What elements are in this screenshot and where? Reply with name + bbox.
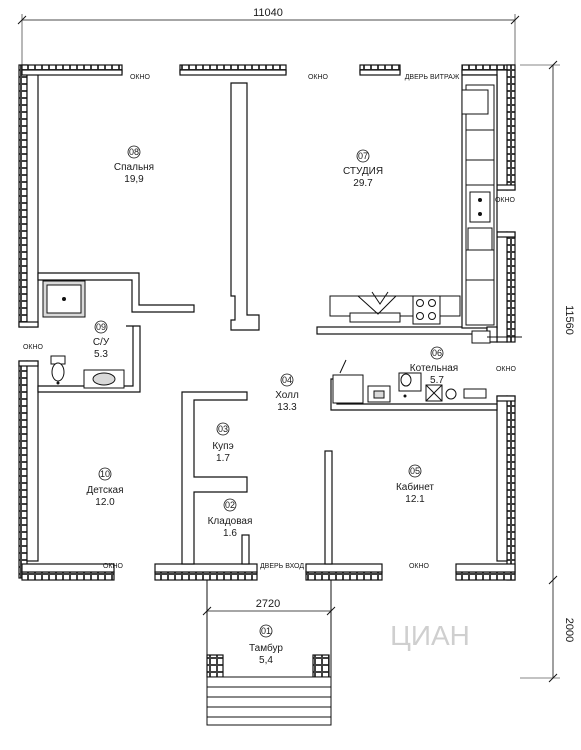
room-07: 07 СТУДИЯ 29.7 bbox=[343, 149, 383, 189]
watermark: ЦИАН bbox=[390, 620, 470, 651]
room-08: 08 Спальня 19,9 bbox=[114, 145, 154, 185]
room-02: 02 Кладовая 1.6 bbox=[208, 498, 253, 539]
dimension-overall-depth: 11560 bbox=[520, 60, 575, 585]
room-name: Кладовая bbox=[208, 516, 253, 527]
dimension-label-depth: 11560 bbox=[563, 305, 575, 335]
room-area: 5.3 bbox=[94, 349, 108, 360]
room-04: 04 Холл 13.3 bbox=[275, 373, 299, 413]
room-number: 01 bbox=[261, 626, 271, 636]
dimension-overall-width: 11040 bbox=[17, 7, 520, 66]
room-01: 01 Тамбур 5,4 bbox=[249, 624, 283, 666]
room-09: 09 С/У 5.3 bbox=[93, 320, 110, 360]
room-name: Кабинет bbox=[396, 481, 434, 493]
room-name: Тамбур bbox=[249, 642, 283, 654]
window-label-south-1: ОКНО bbox=[103, 563, 124, 570]
window-label-1: ОКНО bbox=[130, 74, 151, 81]
window-label-2: ОКНО bbox=[308, 74, 329, 81]
kitchen-island bbox=[329, 291, 461, 325]
dimension-label-vestibule-depth: 2000 bbox=[563, 618, 575, 642]
room-name: Холл bbox=[275, 390, 299, 401]
room-06: 06 Котельная 5.7 bbox=[410, 346, 458, 386]
room-05: 05 Кабинет 12.1 bbox=[396, 464, 434, 505]
room-number: 04 bbox=[282, 375, 292, 385]
room-area: 12.0 bbox=[95, 497, 115, 508]
room-area: 19,9 bbox=[124, 174, 144, 185]
door-glazed-label: ДВЕРЬ ВИТРАЖ bbox=[405, 74, 460, 81]
room-name: СТУДИЯ bbox=[343, 166, 383, 177]
room-area: 13.3 bbox=[277, 402, 297, 413]
room-number: 05 bbox=[410, 466, 420, 476]
room-number: 02 bbox=[225, 500, 235, 510]
boiler-equipment bbox=[332, 359, 487, 404]
room-03: 03 Купэ 1.7 bbox=[212, 422, 234, 464]
room-name: Спальня bbox=[114, 162, 154, 173]
room-number: 06 bbox=[432, 348, 442, 358]
window-label-east-2: ОКНО bbox=[496, 366, 517, 373]
room-area: 1.7 bbox=[216, 453, 230, 464]
toilet-boiler-room bbox=[398, 372, 422, 398]
dimension-label-vestibule-width: 2720 bbox=[256, 598, 280, 610]
room-number: 03 bbox=[218, 424, 228, 434]
window-label-south-2: ОКНО bbox=[409, 563, 430, 570]
room-number: 09 bbox=[96, 322, 106, 332]
window-label-west: ОКНО bbox=[23, 344, 44, 351]
kitchen-counter bbox=[461, 84, 522, 344]
vestibule bbox=[206, 580, 332, 726]
room-area: 12.1 bbox=[405, 494, 425, 505]
room-number: 10 bbox=[100, 469, 110, 479]
room-area: 5.7 bbox=[430, 375, 444, 386]
exterior-walls bbox=[18, 64, 516, 581]
room-name: С/У bbox=[93, 337, 110, 348]
washbasin-bath bbox=[83, 369, 125, 389]
window-label-east-1: ОКНО bbox=[495, 197, 516, 204]
room-name: Котельная bbox=[410, 363, 458, 374]
dimension-vestibule-width: 2720 bbox=[202, 585, 336, 618]
room-name: Купэ bbox=[212, 441, 233, 452]
room-10: 10 Детская 12.0 bbox=[86, 467, 124, 508]
room-name: Детская bbox=[86, 485, 123, 496]
room-number: 07 bbox=[358, 151, 368, 161]
bathtub-shower bbox=[42, 280, 86, 318]
dimension-vestibule-depth: 2000 bbox=[520, 580, 575, 683]
room-area: 5,4 bbox=[259, 655, 273, 666]
dimension-label-width: 11040 bbox=[253, 7, 283, 19]
toilet-bath bbox=[50, 355, 66, 385]
door-entrance-label: ДВЕРЬ ВХОД bbox=[260, 563, 304, 570]
room-area: 1.6 bbox=[223, 528, 237, 539]
room-area: 29.7 bbox=[353, 178, 373, 189]
room-number: 08 bbox=[129, 147, 139, 157]
